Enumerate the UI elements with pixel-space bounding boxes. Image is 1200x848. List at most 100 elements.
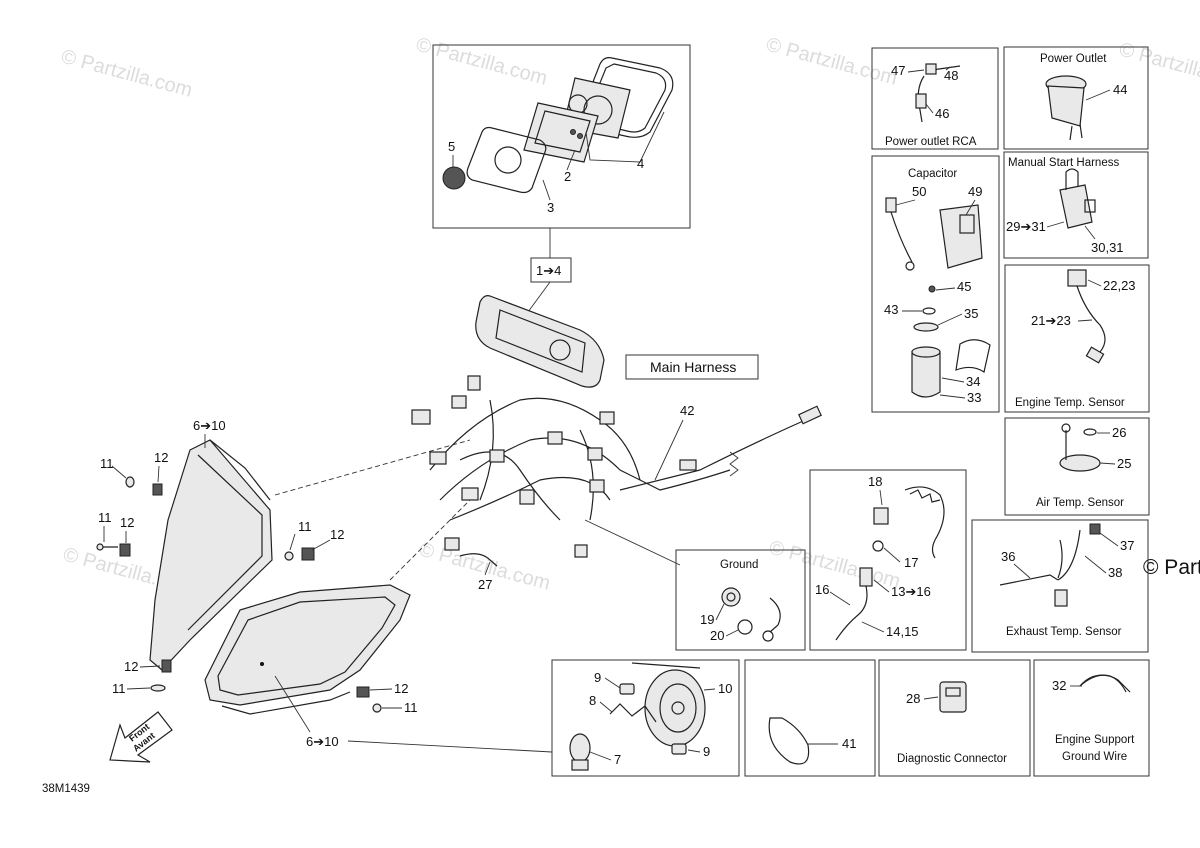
gasket-part [580,57,674,138]
watermark: © Partzilla.com [59,46,195,102]
leader-line [484,561,491,576]
lens-ring [494,146,522,174]
leader-line [542,179,551,201]
headlight-housing-part [149,439,273,671]
air-temp-title: Air Temp. Sensor [1036,497,1124,509]
washer-part [372,703,382,713]
leader-line [584,519,681,566]
harness-connector [589,479,605,493]
callout-38: 38 [1108,565,1122,580]
harness-connector [489,449,505,463]
cluster-assembly [475,295,605,388]
harness-wire [579,429,594,521]
callout-11-d: 11 [298,519,312,534]
leader-line [1046,221,1065,228]
leader-line [879,489,883,506]
screw-part [570,129,576,135]
harness-connector [461,487,479,501]
harness-connector [467,375,481,391]
leader-line [139,665,161,668]
rca-plug [925,63,937,75]
power-rca-panel: 47 48 46 Power outlet RCA [871,47,999,150]
leader-line [585,131,641,163]
capacitor-part [911,351,941,398]
callout-13-16: 13➔16 [891,584,931,599]
bulb-box [551,659,740,777]
cluster-face [495,309,586,373]
break-mark [729,451,739,477]
sensor-wire [835,585,868,641]
callout-28: 28 [906,691,920,706]
leader-line [639,111,665,163]
outlet-body [1047,85,1085,127]
harness-connector [411,409,431,425]
callout-17: 17 [904,555,918,570]
callout-43: 43 [884,302,898,317]
leader-line [965,199,976,216]
watermark: © Partzilla.com [767,537,903,593]
leader-line [935,287,956,291]
harness-wire [459,451,561,521]
callout-2: 2 [564,169,571,184]
callout-12-c: 12 [124,659,138,674]
leader-line [715,603,725,621]
leader-line [703,688,716,691]
callout-46: 46 [935,106,949,121]
callout-44: 44 [1113,82,1127,97]
callout-5: 5 [448,139,455,154]
main-harness-box [625,354,759,380]
headlight-housing-group: 6➔10 11 12 11 12 12 11 11 12 [96,418,471,696]
dashed-leader [389,499,471,581]
callout-6-10-top: 6➔10 [193,418,226,433]
engine-support-panel: 32 Engine Support Ground Wire [1033,659,1150,777]
engine-support-title-1: Engine Support [1055,734,1135,746]
diagnostic-connector-part [939,681,967,713]
callout-4: 4 [637,156,644,171]
callout-50: 50 [912,184,926,199]
power-rca-box [871,47,999,150]
park-bulb-part [619,683,635,695]
ground-wire [769,597,781,633]
wire-loop-part [768,717,810,765]
callout-19: 19 [700,612,714,627]
watermark-edge: © Partz [1143,556,1200,579]
cluster-panel: 4 2 3 5 [432,44,691,229]
bulb-panel: 9 8 10 9 7 [551,659,740,777]
exhaust-connector [1054,589,1068,607]
leader-line [1099,532,1119,547]
connector-latch [945,687,961,697]
front-arrow: Front Avant [109,711,173,763]
watermark: © Partzilla.com [414,34,550,90]
leader-line [873,579,890,593]
leader-line [599,701,613,713]
park-bulb-part [671,743,687,755]
leader-line [527,281,551,313]
capacitor-bracket-part [939,204,983,269]
leader-line [861,621,885,633]
leader-line [157,465,160,483]
lens-trim [221,691,351,715]
leader-line [923,696,939,700]
callout-10: 10 [718,681,732,696]
cluster-assembly-part [475,295,605,388]
callout-25: 25 [1117,456,1131,471]
harness-connector [798,405,822,425]
ground-strap-inner [1079,674,1127,693]
drawing-number: 38M1439 [42,783,90,795]
leader-line [274,675,311,733]
coil-cord-part [904,486,945,559]
wire-41-box [744,659,876,777]
air-temp-box [1004,417,1150,516]
leader-line [939,394,966,399]
engine-sensor-wire [1076,285,1106,353]
callout-45: 45 [957,279,971,294]
harness-connector [519,489,535,505]
callout-35: 35 [964,306,978,321]
screw-part [96,543,104,551]
callout-7: 7 [614,752,621,767]
callout-33: 33 [967,390,981,405]
capacitor-box [871,155,1000,413]
callout-6-10-bottom: 6➔10 [306,734,339,749]
callout-14-15: 14,15 [886,624,919,639]
